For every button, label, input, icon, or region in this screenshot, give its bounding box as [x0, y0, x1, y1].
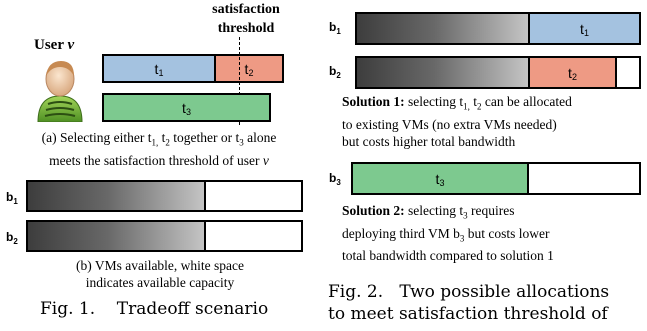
solution-2-text: Solution 2: selecting t3 requires deploy… — [342, 203, 554, 264]
vm-b2 — [26, 220, 303, 252]
vm-label-b3: b3 — [329, 171, 341, 187]
user-avatar-icon — [37, 61, 83, 122]
vm-label-b1-fig2: b1 — [329, 20, 341, 36]
vm-b1 — [26, 180, 303, 212]
caption-a: (a) Selecting either t1, t2 together or … — [41, 130, 277, 168]
threshold-line — [239, 37, 240, 125]
caption-b: (b) VMs available, white space indicates… — [75, 258, 245, 290]
threshold-label: satisfaction threshold — [212, 2, 280, 36]
fig1-title: Fig. 1. Tradeoff scenario — [40, 299, 269, 319]
solution-1-text: Solution 1: selecting t1, t2 can be allo… — [342, 94, 572, 149]
fig2-title: Fig. 2. Two possible allocations to meet… — [328, 282, 610, 324]
vm-label-b2-fig2: b2 — [329, 64, 341, 80]
vm-label-b2: b2 — [6, 230, 18, 246]
vm-label-b1: b1 — [6, 190, 18, 206]
user-label: User v — [34, 37, 75, 53]
